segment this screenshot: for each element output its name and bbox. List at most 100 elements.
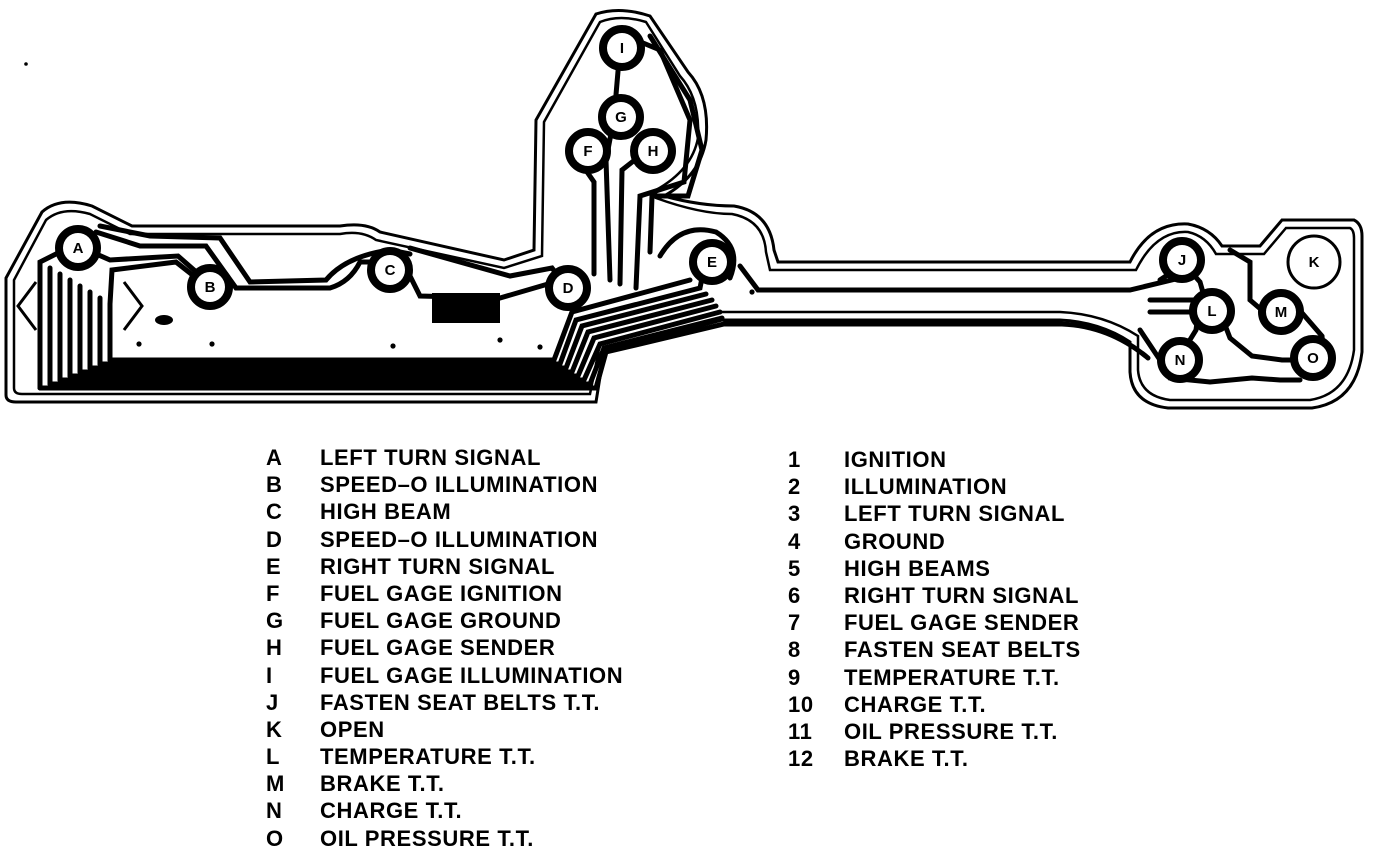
legend-text: CHARGE T.T. <box>320 798 463 824</box>
legend-text: TEMPERATURE T.T. <box>844 664 1060 690</box>
legend-key: B <box>266 472 283 498</box>
legend-item-c: C HIGH BEAM <box>266 498 623 525</box>
legend-item-3: 3 LEFT TURN SIGNAL <box>788 500 1081 527</box>
legend-key: J <box>266 689 279 715</box>
connector-pad-label: I <box>620 40 624 57</box>
connector-pad-g: G <box>598 94 644 140</box>
legend-key: D <box>266 526 283 552</box>
connector-pad-label: O <box>1307 350 1319 367</box>
legend-key: 2 <box>788 474 801 500</box>
legend-text: HIGH BEAM <box>320 499 452 525</box>
legend-key: 7 <box>788 610 801 636</box>
legend-item-4: 4 GROUND <box>788 528 1081 555</box>
mounting-hole <box>155 315 173 325</box>
connector-pad-f: F <box>565 128 611 174</box>
legend-key: C <box>266 499 283 525</box>
legend-key: 10 <box>788 691 814 717</box>
printed-circuit-board: A B C D E FGH I J K L M N O <box>4 9 1364 410</box>
legend-text: FASTEN SEAT BELTS T.T. <box>320 689 601 715</box>
connector-pad-m: M <box>1258 289 1304 335</box>
connector-pad-b: B <box>187 264 233 310</box>
connector-pad-label: N <box>1175 352 1186 369</box>
legend-text: LEFT TURN SIGNAL <box>320 445 542 470</box>
legend-key: A <box>266 445 283 470</box>
legend-text: TEMPERATURE T.T. <box>320 744 536 770</box>
legend-item-i: I FUEL GAGE ILLUMINATION <box>266 662 623 689</box>
legend-item-n: N CHARGE T.T. <box>266 797 623 824</box>
connector-pad-label: F <box>583 143 592 160</box>
connector-pad-label: B <box>205 279 216 296</box>
connector-pad-a: A <box>55 225 101 271</box>
legend-item-l: L TEMPERATURE T.T. <box>266 743 623 770</box>
legend-key: 1 <box>788 447 801 472</box>
legend-text: BRAKE T.T. <box>320 771 445 797</box>
legend-key: E <box>266 553 282 579</box>
legend-key: K <box>266 716 283 742</box>
legend-key: F <box>266 580 281 606</box>
legend-text: FUEL GAGE ILLUMINATION <box>320 662 624 688</box>
connector-pad-i: I <box>599 25 645 71</box>
connector-pads: A B C D E FGH I J K L M N O <box>55 25 1342 383</box>
legend-text: GROUND <box>844 528 946 554</box>
connector-pad-n: N <box>1157 337 1203 383</box>
board-outline <box>4 9 1364 410</box>
legend-key: 8 <box>788 637 801 663</box>
connector-pad-label: J <box>1178 252 1186 269</box>
gauge-mount-block <box>432 293 500 323</box>
legend-key: 3 <box>788 501 801 527</box>
connector-pad-e: E <box>689 239 735 285</box>
connector-pad-h: H <box>630 128 676 174</box>
bus-traces <box>37 243 1151 391</box>
legend-item-b: B SPEED–O ILLUMINATION <box>266 471 623 498</box>
legend-text: FUEL GAGE SENDER <box>320 635 556 661</box>
legend-key: I <box>266 662 273 688</box>
legend-text: CHARGE T.T. <box>844 691 987 717</box>
connector-pad-l: L <box>1189 288 1235 334</box>
connector-pad-label: E <box>707 254 717 271</box>
connector-pad-label: D <box>563 280 574 297</box>
legend-key: O <box>266 825 284 851</box>
legend-text: LEFT TURN SIGNAL <box>844 501 1066 527</box>
legend-item-f: F FUEL GAGE IGNITION <box>266 580 623 607</box>
connector-pad-j: J <box>1159 237 1205 283</box>
connector-pad-label: L <box>1207 303 1216 320</box>
legend-item-8: 8 FASTEN SEAT BELTS <box>788 636 1081 663</box>
legend-text: FUEL GAGE IGNITION <box>320 580 563 606</box>
legend-key: M <box>266 771 285 797</box>
legend-text: IGNITION <box>844 447 947 472</box>
legend-key: 9 <box>788 664 801 690</box>
rivet-dots <box>24 62 755 350</box>
legend-item-2: 2 ILLUMINATION <box>788 473 1081 500</box>
connector-pad-c: C <box>367 247 413 293</box>
legend-text: BRAKE T.T. <box>844 746 969 772</box>
legend-item-9: 9 TEMPERATURE T.T. <box>788 664 1081 691</box>
legend-text: FASTEN SEAT BELTS <box>844 637 1081 663</box>
legend-key: 4 <box>788 528 801 554</box>
legend-key: L <box>266 744 281 770</box>
legend-text: RIGHT TURN SIGNAL <box>320 553 556 579</box>
legend-text: SPEED–O ILLUMINATION <box>320 472 599 498</box>
legend-item-j: J FASTEN SEAT BELTS T.T. <box>266 689 623 716</box>
legend-key: 11 <box>788 718 813 744</box>
legend-key: 12 <box>788 746 814 772</box>
legend-text: RIGHT TURN SIGNAL <box>844 582 1080 608</box>
edge-connector-notch <box>16 281 144 331</box>
connector-pad-o: O <box>1290 335 1336 381</box>
connector-pad-label: C <box>385 262 396 279</box>
legend-item-e: E RIGHT TURN SIGNAL <box>266 553 623 580</box>
legend-key: N <box>266 798 283 824</box>
connector-pad-label: A <box>73 240 84 257</box>
legend-item-a: A LEFT TURN SIGNAL <box>266 444 623 471</box>
connector-pad-k: K <box>1286 234 1342 290</box>
legend-text: ILLUMINATION <box>844 474 1008 500</box>
